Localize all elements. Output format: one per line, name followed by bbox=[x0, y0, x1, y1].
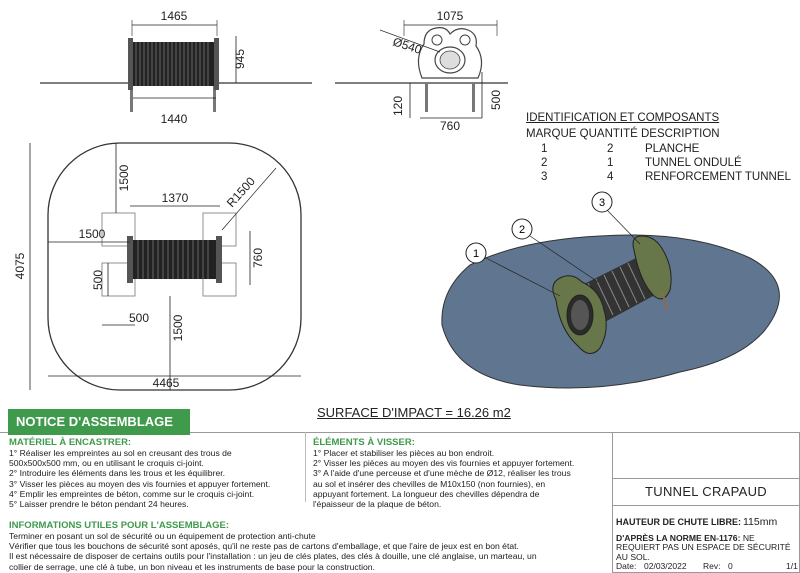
front-base-label: 1440 bbox=[161, 112, 188, 126]
page-number: 1/1 bbox=[786, 561, 798, 571]
ident-qty-2: 1 bbox=[607, 157, 614, 169]
materiel-title: MATÉRIEL À ENCASTRER: bbox=[9, 437, 132, 448]
materiel-text: 1° Réaliser les empreintes au sol en cre… bbox=[9, 448, 271, 510]
isometric-view: 1 2 3 bbox=[441, 191, 780, 389]
product-name: TUNNEL CRAPAUD bbox=[645, 484, 767, 499]
info-text: Terminer en posant un sol de sécurité ou… bbox=[9, 531, 537, 572]
back-frog-panel bbox=[632, 235, 672, 300]
plan-total-width-label: 4465 bbox=[153, 376, 180, 390]
plan-block-h-label: 500 bbox=[129, 311, 149, 325]
fall-height-label: HAUTEUR DE CHUTE LIBRE: bbox=[616, 517, 741, 527]
impact-surface-label: SURFACE D'IMPACT = 16.26 m2 bbox=[317, 405, 511, 420]
technical-drawing: 1465 945 1440 1075 Ø540 500 120 760 bbox=[13, 9, 780, 391]
ident-mark-3: 3 bbox=[541, 171, 548, 183]
side-height-label: 500 bbox=[489, 90, 503, 110]
fall-height-value: 115mm bbox=[743, 516, 778, 528]
date-value: 02/03/2022 bbox=[644, 561, 687, 571]
plan-view: 1370 R1500 1500 1500 760 4075 500 500 15… bbox=[13, 142, 302, 391]
notice-header: NOTICE D'ASSEMBLAGE bbox=[8, 409, 190, 435]
plan-right-label: 760 bbox=[251, 248, 265, 268]
norm-note: D'APRÈS LA NORME EN-1176: NE REQUIERT PA… bbox=[616, 533, 798, 562]
impact-area-outline bbox=[47, 142, 302, 391]
ident-desc-2: TUNNEL ONDULÉ bbox=[645, 157, 742, 169]
side-width-label: 1075 bbox=[437, 9, 464, 23]
side-elevation: 1075 Ø540 500 120 760 bbox=[335, 9, 508, 133]
ident-title: IDENTIFICATION ET COMPOSANTS bbox=[526, 112, 720, 124]
norm-label: D'APRÈS LA NORME EN-1176: bbox=[616, 533, 741, 543]
product-name-box bbox=[612, 478, 800, 506]
ident-desc-3: RENFORCEMENT TUNNEL bbox=[645, 171, 791, 183]
plan-left-label: 1500 bbox=[79, 227, 106, 241]
front-height-label: 945 bbox=[233, 49, 247, 69]
side-diam-label: Ø540 bbox=[391, 35, 424, 57]
plan-bottom-label: 1500 bbox=[171, 314, 185, 341]
plan-top-label: 1500 bbox=[117, 164, 131, 191]
ident-header: MARQUE QUANTITÉ DESCRIPTION bbox=[526, 128, 720, 140]
plan-total-height-label: 4075 bbox=[13, 252, 27, 279]
elements-title: ÉLÉMENTS À VISSER: bbox=[313, 437, 415, 448]
ident-mark-1: 1 bbox=[541, 143, 548, 155]
side-base-label: 760 bbox=[440, 119, 460, 133]
rev-label: Rev: bbox=[703, 561, 721, 571]
date-label: Date: bbox=[616, 561, 637, 571]
callout-1: 1 bbox=[473, 248, 479, 260]
ident-qty-3: 4 bbox=[607, 171, 614, 183]
callout-3: 3 bbox=[599, 197, 605, 209]
plan-radius-label: R1500 bbox=[224, 174, 258, 210]
callout-2: 2 bbox=[519, 224, 525, 236]
front-width-label: 1465 bbox=[161, 9, 188, 23]
side-ground-label: 120 bbox=[391, 96, 405, 116]
plan-block-v-label: 500 bbox=[91, 270, 105, 290]
notice-divider bbox=[0, 432, 800, 433]
front-elevation: 1465 945 1440 bbox=[40, 9, 312, 126]
rev-value: 0 bbox=[728, 561, 733, 571]
plan-width-label: 1370 bbox=[162, 191, 189, 205]
info-title: INFORMATIONS UTILES POUR L'ASSEMBLAGE: bbox=[9, 520, 230, 531]
norm-text: NE REQUIERT PAS UN ESPACE DE SÉCURITÉ AU… bbox=[616, 533, 791, 562]
ident-desc-1: PLANCHE bbox=[645, 143, 700, 155]
ident-qty-1: 2 bbox=[607, 143, 614, 155]
elements-text: 1° Placer et stabiliser les pièces au bo… bbox=[313, 448, 575, 510]
ident-mark-2: 2 bbox=[541, 157, 548, 169]
notice-title: NOTICE D'ASSEMBLAGE bbox=[16, 414, 173, 429]
column-divider bbox=[305, 432, 306, 502]
